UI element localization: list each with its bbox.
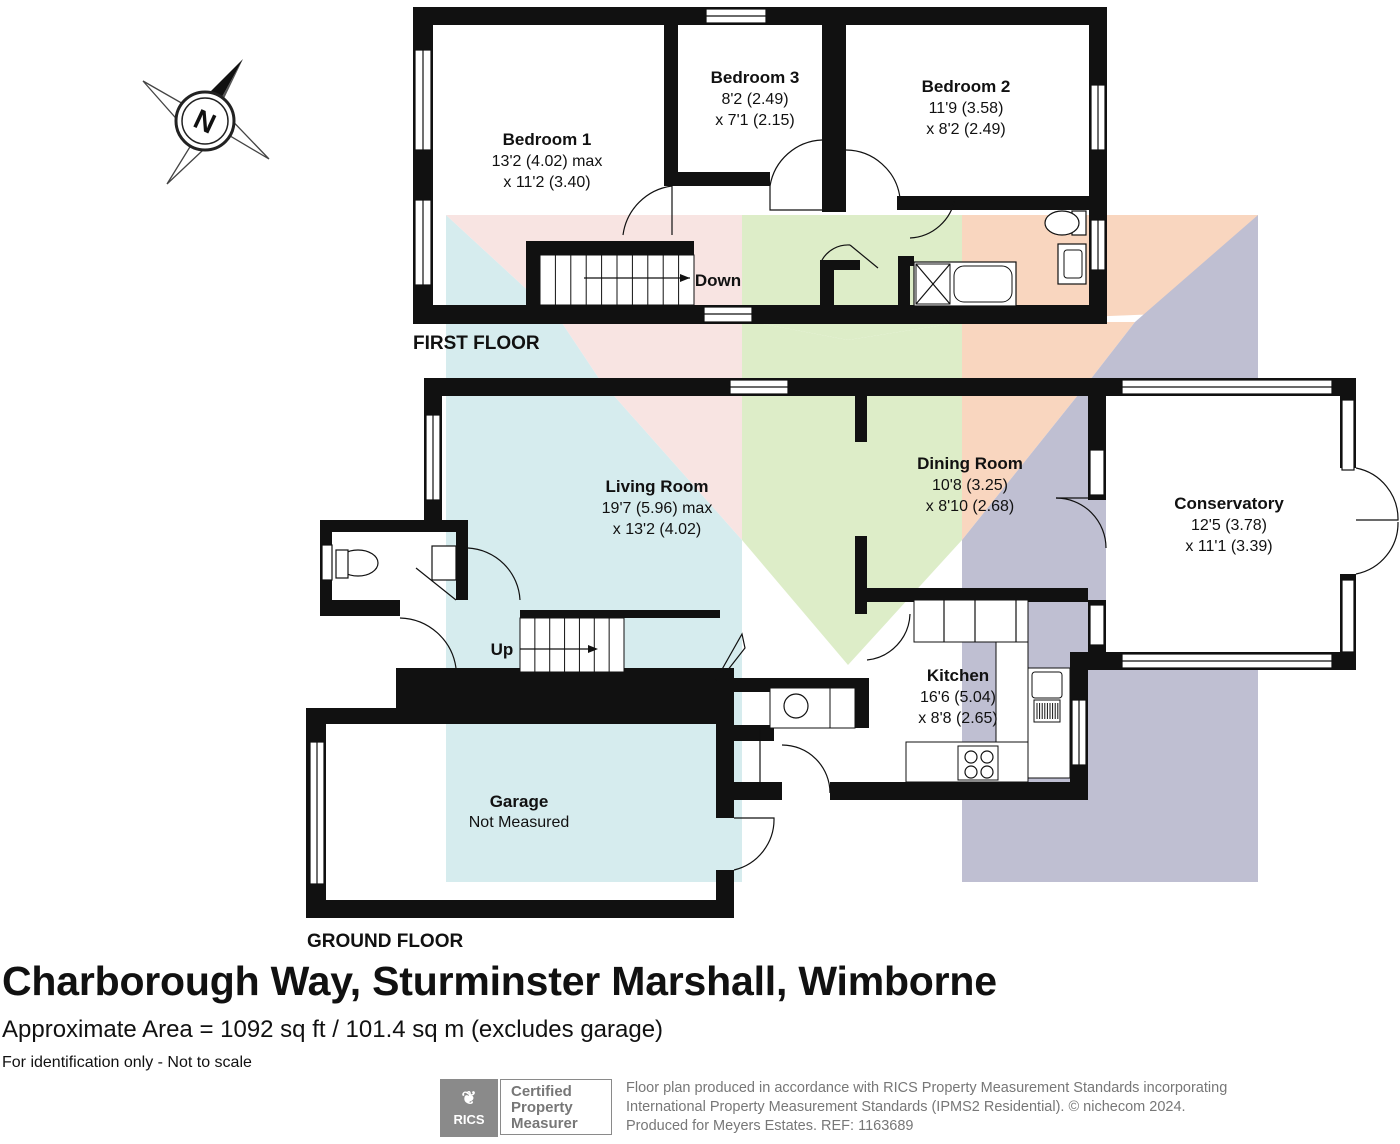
zone-mid-pink — [560, 320, 742, 380]
credits: Floor plan produced in accordance with R… — [626, 1079, 1227, 1136]
zone-mid-blue — [446, 320, 600, 380]
wc-sink-icon — [431, 545, 457, 581]
dining-dim1: 10'8 (3.25) — [932, 477, 1008, 494]
hob-icon — [957, 745, 999, 781]
conservatory-name: Conservatory — [1174, 494, 1284, 513]
bedroom2-dim2: x 8'2 (2.49) — [926, 121, 1006, 138]
first-floor-labels: FIRST FLOOR Bedroom 1 13'2 (4.02) max x … — [413, 68, 1010, 354]
dining-name: Dining Room — [917, 454, 1023, 473]
toilet-icon — [1044, 210, 1080, 236]
stairs-up-label: Up — [491, 640, 514, 659]
ground-floor-windows — [309, 379, 1355, 885]
bedroom3-name: Bedroom 3 — [711, 68, 800, 87]
north-arrow-icon: N — [142, 59, 270, 185]
bedroom2-name: Bedroom 2 — [922, 77, 1011, 96]
approximate-area: Approximate Area = 1092 sq ft / 101.4 sq… — [2, 1016, 664, 1043]
kitchen-fixtures — [335, 545, 1071, 783]
stairs-down-label: Down — [695, 271, 741, 290]
kitchen-name: Kitchen — [927, 666, 989, 685]
bedroom3-dim1: 8'2 (2.49) — [721, 91, 788, 108]
credits-line1: Floor plan produced in accordance with R… — [626, 1080, 1228, 1096]
kitchen-dim2: x 8'8 (2.65) — [918, 710, 998, 727]
conservatory-interior — [1106, 394, 1342, 658]
window-conservatory-right-top — [1341, 399, 1355, 471]
first-floor-stairs — [539, 254, 695, 306]
cert-line3: Measurer — [511, 1115, 578, 1132]
conservatory-dim1: 12'5 (3.78) — [1191, 517, 1267, 534]
first-floor-label: FIRST FLOOR — [413, 333, 540, 354]
cert-line2: Property — [511, 1099, 573, 1116]
window-conservatory-right-bottom — [1341, 579, 1355, 653]
window-dining — [1089, 449, 1105, 496]
window-wc — [321, 544, 333, 581]
certified-property-measurer: Certified Property Measurer — [500, 1079, 612, 1135]
basin-icon — [783, 693, 809, 719]
scale-note: For identification only - Not to scale — [2, 1054, 252, 1071]
ground-floor-labels: GROUND FLOOR Living Room 19'7 (5.96) max… — [307, 454, 1284, 952]
rics-logo: ❦ RICS — [440, 1079, 498, 1137]
kitchen-dim1: 16'6 (5.04) — [920, 689, 996, 706]
bedroom3-dim2: x 7'1 (2.15) — [715, 112, 795, 129]
conservatory-dim2: x 11'1 (3.39) — [1185, 538, 1272, 555]
bedroom1-name: Bedroom 1 — [503, 130, 592, 149]
credits-line3: Produced for Meyers Estates. REF: 116368… — [626, 1118, 914, 1134]
kitchen-sink-icon — [1031, 671, 1063, 699]
cert-line1: Certified — [511, 1083, 572, 1100]
garage-dim1: Not Measured — [469, 814, 570, 831]
bedroom2-dim1: 11'9 (3.58) — [929, 100, 1004, 117]
ground-floor-label: GROUND FLOOR — [307, 931, 463, 952]
bathroom-fixtures — [913, 210, 1087, 307]
bedroom1-dim2: x 11'2 (3.40) — [503, 174, 590, 191]
first-floor-windows — [414, 8, 1106, 323]
zone-mid-orange — [962, 322, 1135, 380]
zone-mid-lav — [1090, 215, 1258, 380]
living-name: Living Room — [606, 477, 709, 496]
dining-dim2: x 8'10 (2.68) — [926, 498, 1014, 515]
rics-badge: ❦ RICS Certified Property Measurer — [440, 1079, 614, 1137]
window-dining-low — [1089, 604, 1105, 646]
living-dim1: 19'7 (5.96) max — [602, 500, 713, 517]
bedroom1-dim1: 13'2 (4.02) max — [492, 153, 603, 170]
ground-floor-stairs — [519, 617, 625, 673]
property-title: Charborough Way, Sturminster Marshall, W… — [2, 958, 997, 1004]
zone-ground-pink — [600, 380, 742, 540]
first-floor-doors — [622, 139, 956, 269]
bath-icon — [913, 261, 1017, 307]
credits-line2: International Property Measurement Stand… — [626, 1099, 1186, 1115]
garage-name: Garage — [490, 792, 549, 811]
living-dim2: x 13'2 (4.02) — [613, 521, 701, 538]
zone-mid-green — [742, 320, 962, 380]
ground-floor-doors — [399, 467, 1399, 871]
rics-crest-icon: ❦ — [461, 1088, 477, 1108]
rics-logo-text: RICS — [453, 1112, 485, 1127]
